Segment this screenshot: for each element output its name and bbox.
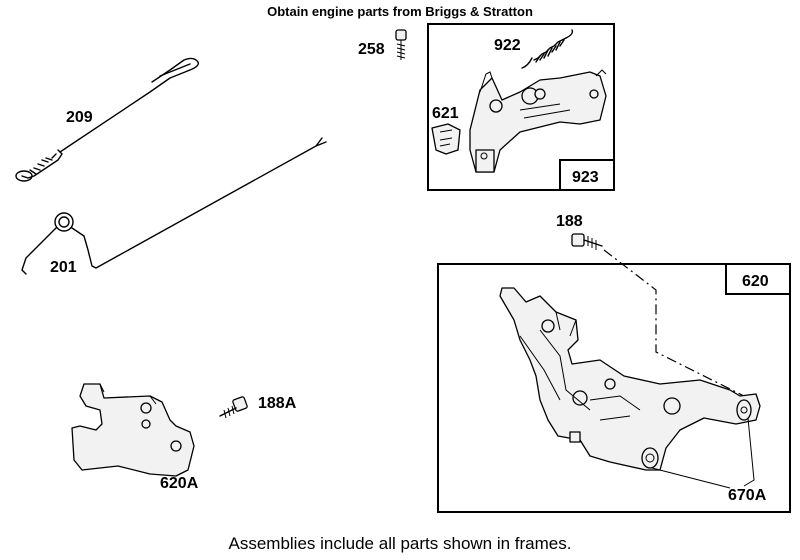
spring-922[interactable] — [521, 29, 574, 69]
label-258: 258 — [358, 41, 385, 58]
label-922: 922 — [494, 37, 521, 54]
screw-188A[interactable] — [219, 396, 248, 419]
label-620: 620 — [742, 273, 769, 290]
bracket-620A[interactable] — [71, 383, 195, 477]
screw-188[interactable] — [571, 233, 603, 250]
frame-923-label-box — [559, 159, 615, 191]
governor-control-plate[interactable] — [469, 69, 607, 173]
screw-258[interactable] — [395, 29, 407, 60]
leader-670A-b — [651, 467, 731, 489]
control-bracket-620[interactable] — [499, 287, 761, 471]
footer-note: Assemblies include all parts shown in fr… — [228, 534, 572, 553]
label-620A: 620A — [160, 475, 199, 492]
link-209[interactable] — [15, 57, 200, 182]
frame-923 — [427, 23, 615, 191]
alignment-line — [603, 249, 745, 397]
frame-620-label-box — [725, 263, 791, 295]
clip-621[interactable] — [431, 123, 461, 155]
label-188: 188 — [556, 213, 583, 230]
diagram-title: Obtain engine parts from Briggs & Stratt… — [267, 4, 533, 19]
leader-670A-a — [743, 417, 755, 487]
label-188A: 188A — [258, 395, 297, 412]
wire-201[interactable] — [21, 137, 327, 275]
label-621: 621 — [432, 105, 459, 122]
frame-620 — [437, 263, 791, 513]
label-670A: 670A — [728, 487, 767, 504]
label-201: 201 — [50, 259, 77, 276]
label-923: 923 — [572, 169, 599, 186]
label-209: 209 — [66, 109, 93, 126]
